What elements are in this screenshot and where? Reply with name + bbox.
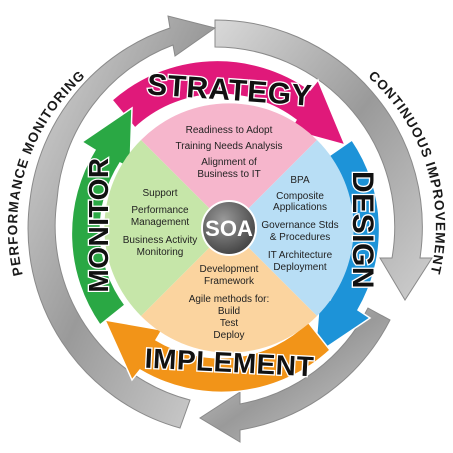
implement-item: Agile methods for: xyxy=(189,294,270,305)
phase-arrows xyxy=(70,59,381,394)
monitor-item: Performance xyxy=(131,205,189,216)
strategy-item: Readiness to Adopt xyxy=(186,125,273,136)
implement-item: Framework xyxy=(204,276,255,287)
monitor-title: MONITOR xyxy=(83,157,114,292)
soa-label: SOA xyxy=(205,216,253,241)
design-item: Deployment xyxy=(273,262,327,273)
design-item: & Procedures xyxy=(270,232,331,243)
outer-ring-left-arrow xyxy=(27,15,217,429)
inner-disc xyxy=(104,103,354,353)
design-item: Governance Stds xyxy=(261,220,338,231)
strategy-item: Alignment of xyxy=(201,157,257,168)
implement-item: Test xyxy=(220,318,239,329)
monitor-arrow xyxy=(70,106,133,327)
strategy-items: Readiness to Adopt Training Needs Analys… xyxy=(176,125,283,180)
strategy-item: Business to IT xyxy=(197,169,260,180)
implement-item: Development xyxy=(200,264,259,275)
strategy-arrow xyxy=(110,59,347,147)
strategy-item: Training Needs Analysis xyxy=(176,141,283,152)
monitor-item: Management xyxy=(131,217,190,228)
outer-ring-right-arrow xyxy=(214,19,433,301)
design-item: Applications xyxy=(273,202,327,213)
implement-item: Build xyxy=(218,306,240,317)
design-quadrant xyxy=(229,140,354,316)
design-title: DESIGN xyxy=(346,171,379,289)
design-items: BPA Composite Applications Governance St… xyxy=(261,175,338,273)
implement-arrow xyxy=(103,319,332,394)
design-item: BPA xyxy=(290,175,310,186)
implement-items: Development Framework Agile methods for:… xyxy=(189,264,270,341)
soa-center: SOA xyxy=(201,200,257,256)
implement-item: Deploy xyxy=(213,330,244,341)
soa-circle xyxy=(201,200,257,256)
implement-quadrant xyxy=(141,228,317,353)
monitor-item: Monitoring xyxy=(137,247,184,258)
monitor-item: Business Activity xyxy=(123,235,197,246)
monitor-items: Support Performance Management Business … xyxy=(123,188,197,258)
outer-ring-bottom-arrow xyxy=(199,307,391,443)
monitor-item: Support xyxy=(142,188,177,199)
strategy-quadrant xyxy=(141,103,317,228)
design-item: IT Architecture xyxy=(268,250,333,261)
monitor-quadrant xyxy=(104,140,229,316)
strategy-title: STRATEGY xyxy=(146,68,313,112)
design-item: Composite xyxy=(276,191,324,202)
